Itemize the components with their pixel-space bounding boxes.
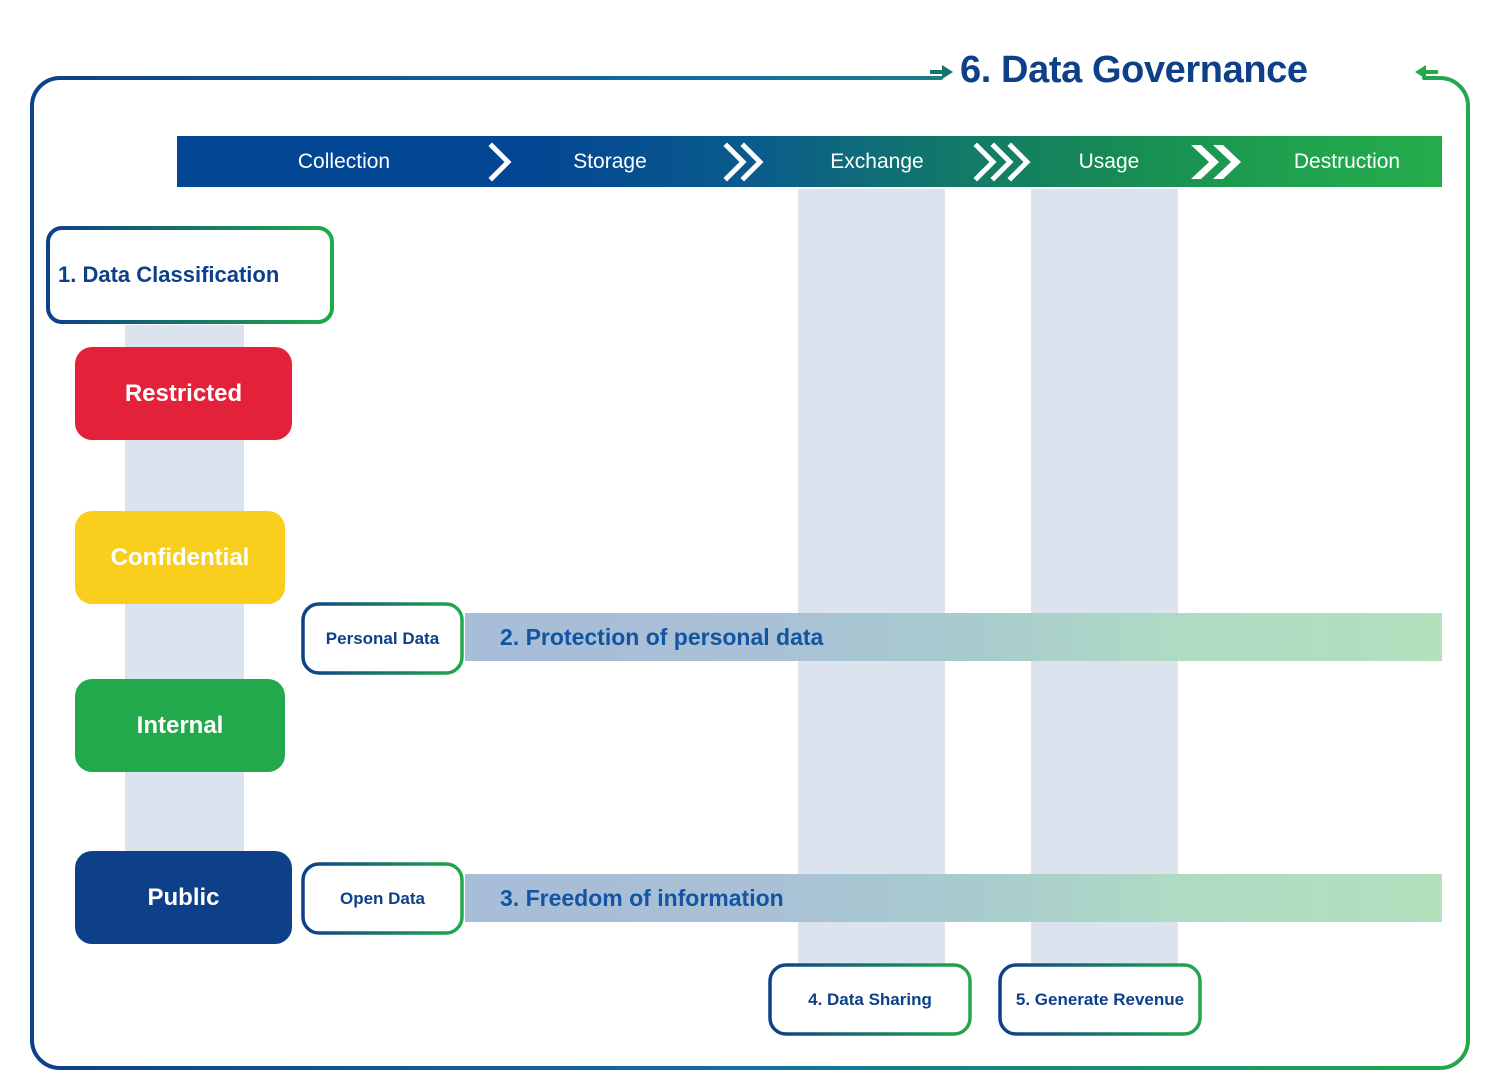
- tag-open-data[interactable]: Open Data: [301, 862, 464, 935]
- track-band-open-data: 3. Freedom of information: [465, 874, 1442, 922]
- chevron-right-icon: [1187, 136, 1249, 187]
- page-title: 6. Data Governance: [960, 49, 1308, 91]
- lifecycle-stage-exchange[interactable]: Exchange: [830, 150, 924, 173]
- arrow-left-icon: [1415, 65, 1438, 79]
- tag-label: Personal Data: [325, 628, 440, 648]
- track-label: 2. Protection of personal data: [500, 624, 824, 650]
- chevron-right-icon: [487, 136, 515, 187]
- callout-data-classification[interactable]: 1. Data Classification: [46, 226, 334, 324]
- lifecycle-stage-usage[interactable]: Usage: [1078, 150, 1140, 173]
- tag-label: Open Data: [339, 888, 426, 908]
- callout-label: 5. Generate Revenue: [1015, 989, 1185, 1009]
- classification-pill-confidential[interactable]: Confidential: [75, 511, 285, 604]
- classification-pill-label: Restricted: [124, 379, 243, 407]
- track-band-personal-data: 2. Protection of personal data: [465, 613, 1442, 661]
- lifecycle-stage-destruction[interactable]: Destruction: [1293, 150, 1401, 173]
- highlight-band-usage: [1031, 189, 1178, 989]
- callout-generate-revenue[interactable]: 5. Generate Revenue: [998, 963, 1202, 1036]
- lifecycle-stage-collection[interactable]: Collection: [297, 150, 391, 173]
- highlight-band-exchange: [798, 189, 945, 989]
- tag-personal-data[interactable]: Personal Data: [301, 602, 464, 675]
- classification-pill-label: Internal: [136, 711, 224, 739]
- chevron-right-icon: [722, 136, 767, 187]
- data-lifecycle-bar: Collection Storage Exchange Usage Destru…: [177, 136, 1442, 187]
- callout-label: 4. Data Sharing: [808, 989, 932, 1009]
- classification-pill-public[interactable]: Public: [75, 851, 292, 944]
- track-label: 3. Freedom of information: [500, 885, 784, 911]
- chevron-right-icon: [972, 136, 1034, 187]
- lifecycle-stage-storage[interactable]: Storage: [573, 150, 647, 173]
- callout-label: 1. Data Classification: [58, 262, 280, 287]
- callout-data-sharing[interactable]: 4. Data Sharing: [768, 963, 972, 1036]
- classification-pill-restricted[interactable]: Restricted: [75, 347, 292, 440]
- classification-pill-internal[interactable]: Internal: [75, 679, 285, 772]
- arrow-right-icon: [930, 65, 953, 79]
- classification-pill-label: Confidential: [110, 543, 250, 571]
- classification-pill-label: Public: [147, 883, 220, 911]
